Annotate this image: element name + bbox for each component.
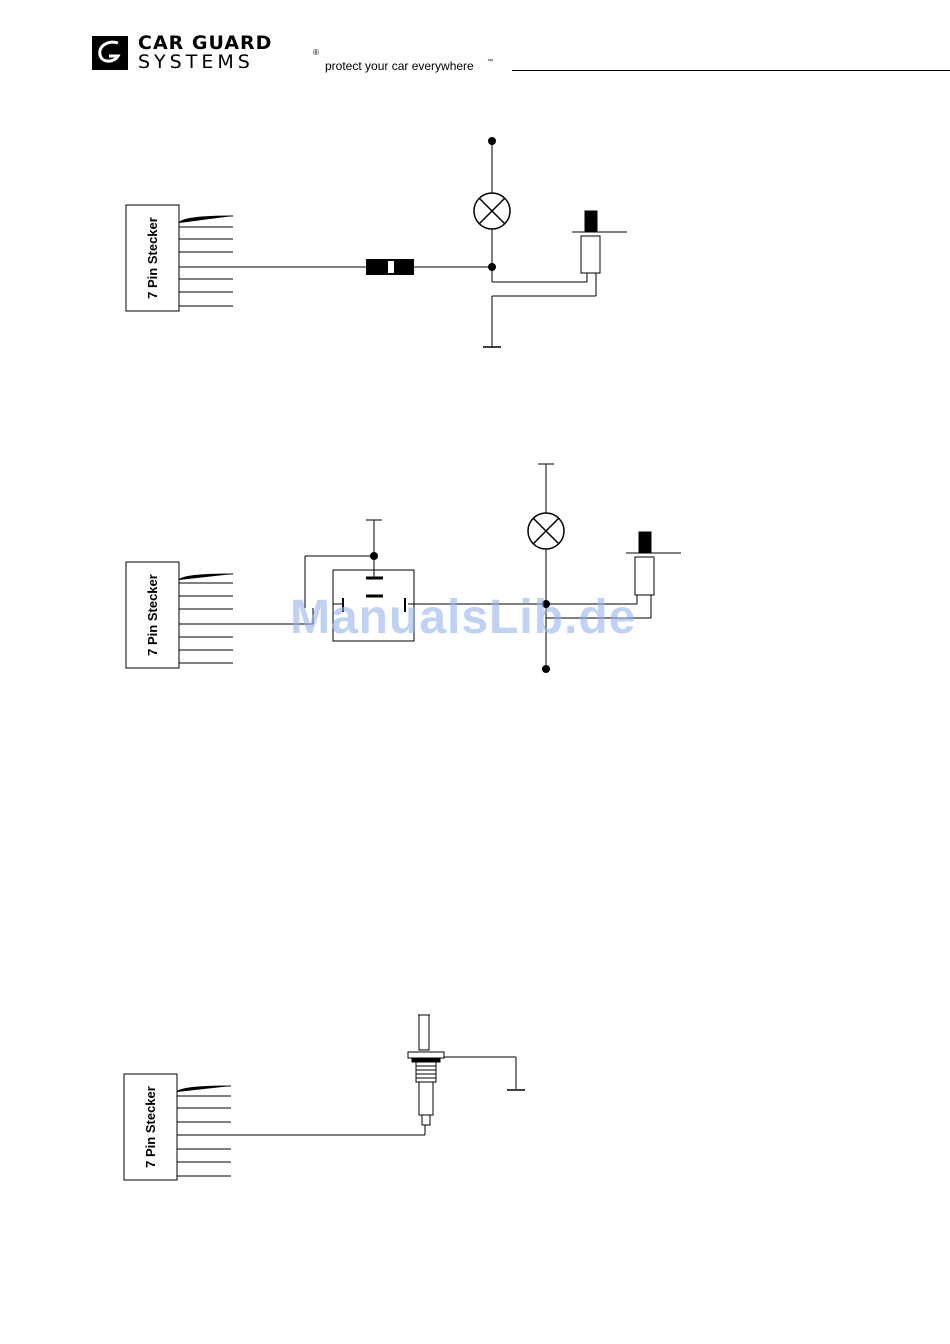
connector-7-pin: 7 Pin Stecker — [126, 562, 233, 668]
trademark-mark: ™ — [487, 59, 493, 65]
circuit-wires — [179, 141, 596, 347]
pin-sensor-icon — [408, 1015, 444, 1125]
wiring-diagram-1: 7 Pin Stecker — [0, 110, 950, 370]
brand-subname: SYSTEMS — [138, 52, 254, 72]
lamp-icon — [528, 513, 564, 549]
watermark: ManualsLib.de — [290, 590, 636, 645]
header-rule — [512, 70, 950, 71]
door-pin-switch-icon — [626, 532, 681, 595]
door-pin-switch-icon — [572, 211, 627, 273]
connector-label: 7 Pin Stecker — [145, 217, 160, 299]
registered-mark: ® — [313, 48, 319, 57]
connector-7-pin: 7 Pin Stecker — [126, 205, 233, 311]
connector-7-pin: 7 Pin Stecker — [124, 1074, 231, 1180]
connector-pins — [177, 1086, 231, 1176]
wiring-diagram-2: 7 Pin Stecker — [0, 450, 950, 690]
connector-pins — [179, 216, 233, 306]
junction-dot — [370, 552, 378, 560]
lamp-icon — [474, 193, 510, 229]
connector-label: 7 Pin Stecker — [145, 574, 160, 656]
connector-pins — [179, 574, 233, 663]
page-header: CAR GUARD ® SYSTEMS protect your car eve… — [0, 0, 950, 90]
slogan: protect your car everywhere — [325, 59, 474, 73]
terminal-dot — [542, 665, 550, 673]
connector-label: 7 Pin Stecker — [143, 1086, 158, 1168]
junction-dot — [488, 263, 496, 271]
resistor-symbol — [366, 259, 414, 275]
car-guard-logo-icon — [92, 36, 128, 70]
wiring-diagram-3: 7 Pin Stecker — [0, 1000, 950, 1200]
positive-terminal — [488, 137, 496, 145]
